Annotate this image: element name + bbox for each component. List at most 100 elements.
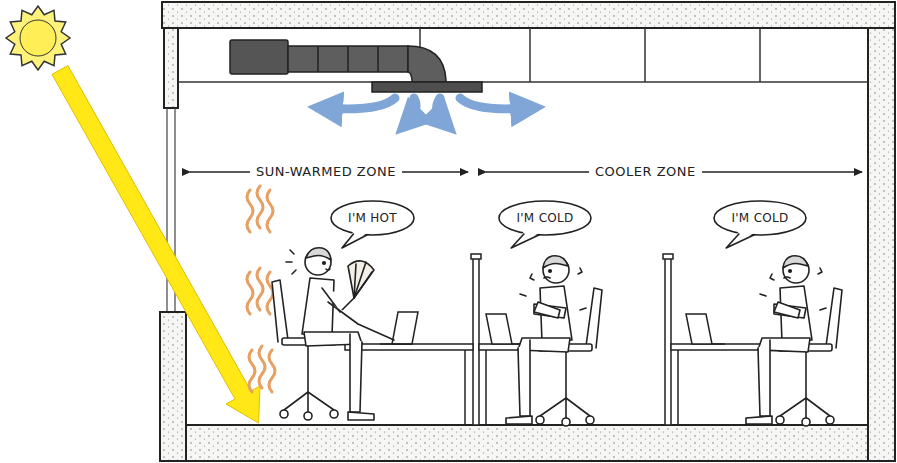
desks-part [392, 312, 418, 344]
heat-waves-part [249, 350, 255, 392]
desks-part [485, 350, 487, 425]
desks-part [464, 350, 466, 425]
hot-worker-part [286, 250, 296, 274]
air-flow-arrows-part [460, 98, 528, 109]
cold-worker-part [776, 416, 784, 424]
bubble-tail [726, 231, 754, 248]
zone-label: COOLER ZONE [589, 164, 702, 180]
heat-waves-part [267, 272, 273, 314]
heat-waves-part [257, 186, 263, 228]
sun-beam [52, 66, 260, 423]
air-flow-arrows-part [408, 98, 416, 122]
building-shell-part [162, 2, 895, 28]
ceiling-grid [178, 28, 868, 82]
cold-worker-part [758, 340, 770, 416]
cold-worker-part [518, 340, 530, 416]
desks-part [677, 350, 679, 425]
bubble-ellipse [331, 201, 414, 235]
hvac-duct [230, 40, 482, 92]
hvac-duct-part [372, 82, 482, 92]
bubble-text: I'M COLD [713, 211, 807, 225]
bubble-ellipse [499, 201, 591, 235]
cold-worker-part [760, 268, 826, 310]
bubble-tail [511, 234, 539, 249]
partitions-part [663, 254, 673, 259]
hvac-duct-part [377, 46, 379, 72]
cold-worker-part [544, 277, 550, 278]
cold-worker [746, 256, 842, 426]
bubble-tail [342, 234, 368, 249]
building-shell-part [868, 28, 895, 461]
partitions-part [473, 258, 479, 425]
zone-label: SUN-WARMED ZONE [250, 164, 402, 180]
cold-worker [506, 256, 602, 426]
hot-worker-part [302, 278, 334, 336]
cold-worker-part [520, 268, 586, 310]
sun-part [20, 20, 56, 56]
ceiling-grid-part [644, 28, 646, 82]
hvac-duct-part [230, 40, 288, 74]
hot-worker-part [326, 269, 330, 270]
hot-worker-part [323, 262, 326, 265]
heat-waves-part [259, 346, 265, 388]
cold-worker-part [586, 288, 602, 348]
heat-waves-part [247, 272, 253, 314]
air-flow-arrows [325, 98, 528, 122]
cold-worker-part [549, 270, 552, 273]
bubble-tail [511, 231, 539, 248]
cold-worker-part [540, 398, 590, 418]
hot-worker-part [348, 412, 374, 420]
cold-worker-part [534, 302, 560, 318]
bubble-ellipse [714, 201, 806, 235]
cold-worker-part [826, 288, 842, 348]
desks-part [486, 314, 512, 344]
building-shell-part [160, 312, 186, 461]
speech-bubble: I'M COLD [498, 200, 592, 236]
hvac-duct-part [288, 46, 408, 72]
air-flow-arrows-part [325, 98, 395, 109]
heat-waves-part [269, 350, 275, 392]
hot-worker-part [284, 392, 334, 412]
bubble-tail [342, 231, 368, 248]
cold-worker-part [784, 277, 790, 278]
cold-worker-part [826, 416, 834, 424]
cold-worker-part [774, 302, 800, 318]
cold-worker-part [543, 256, 568, 268]
cold-worker-part [586, 416, 594, 424]
cold-worker-part [746, 416, 772, 424]
speech-bubble: I'M COLD [713, 200, 807, 236]
cold-worker-part [506, 416, 532, 424]
cold-worker-part [780, 398, 830, 418]
partitions [471, 254, 673, 425]
ceiling-grid-part [759, 28, 761, 82]
sun [6, 6, 70, 70]
cold-worker-part [805, 351, 807, 398]
heat-waves-part [257, 268, 263, 310]
hot-worker-part [330, 410, 338, 418]
hot-worker-part [348, 261, 374, 298]
hot-worker-part [354, 272, 372, 298]
cold-worker-part [562, 418, 570, 426]
heat-waves [247, 186, 275, 392]
building-shell-part [166, 108, 167, 312]
hot-worker [272, 248, 394, 420]
ceiling-grid-part [529, 28, 531, 82]
hot-worker-part [304, 412, 312, 420]
hvac-duct-part [317, 46, 319, 72]
cold-worker-part [802, 418, 810, 426]
partitions-part [471, 254, 481, 259]
hot-worker-part [354, 262, 366, 298]
building-shell [160, 2, 895, 461]
cold-worker-part [536, 416, 544, 424]
desks-part [380, 343, 412, 345]
desks-part [686, 314, 712, 344]
hvac-duct-part [347, 46, 349, 72]
bubble-text: I'M COLD [498, 211, 592, 225]
heat-waves-part [267, 190, 273, 232]
cold-worker-part [783, 256, 808, 268]
hvac-duct-part [408, 46, 446, 82]
building-shell-part [164, 28, 178, 108]
sun-part [6, 6, 70, 70]
hot-worker-part [280, 410, 288, 418]
